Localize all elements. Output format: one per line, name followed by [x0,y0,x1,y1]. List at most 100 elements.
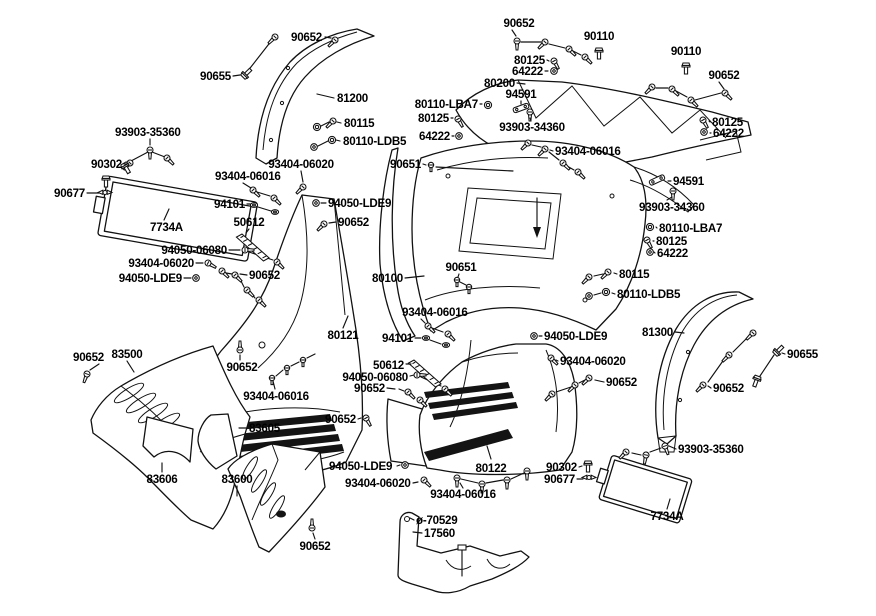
leader-line [707,385,712,389]
part-label-90652: 90652 [504,17,535,30]
part-label-80110-LDB5: 80110-LDB5 [343,135,407,148]
part-label-80110-LBA7: 80110-LBA7 [659,222,722,235]
screw-icon [642,82,657,97]
part-label-94050-06080: 94050-06080 [342,371,408,384]
leader-line [272,380,276,390]
part-label-64222: 64222 [512,65,543,78]
nutdark-icon [312,199,320,207]
part-label-64222: 64222 [657,247,688,260]
leader-line [239,273,248,276]
fastener-link-line [317,140,329,147]
leader-line [316,93,335,99]
part-label-90652: 90652 [709,69,740,82]
leader-line [242,182,252,189]
part-label-90652: 90652 [325,413,356,426]
leader-line [300,170,304,183]
part-label-80125: 80125 [418,112,450,125]
part-label-90652: 90652 [338,216,369,229]
part-label-90302: 90302 [546,461,577,474]
fastener-link-line [431,327,444,333]
part-label-93404-06020: 93404-06020 [128,257,194,270]
screw-icon [535,37,550,52]
screw-icon [361,413,374,428]
part-7734A-footboard-left [92,175,258,262]
screw-icon [230,270,245,285]
part-label-50612: 50612 [234,216,265,229]
screw-icon [640,450,651,465]
part-7734A-footboard-right [595,455,693,524]
part-label-93404-06016: 93404-06016 [555,145,621,158]
leader-line [653,251,656,254]
fastener-link-line [256,191,271,197]
part-label-93903-35360: 93903-35360 [115,126,181,139]
leader-line [549,149,554,152]
part-label-90655: 90655 [787,348,819,361]
part-label-93404-06020: 93404-06020 [560,355,626,368]
part-label-83500: 83500 [112,348,143,361]
fastener-link-line [306,353,316,359]
part-label-93404-06020: 93404-06020 [268,158,334,171]
screw-icon [265,32,280,47]
leader-line [409,517,415,521]
leader-line [457,273,460,278]
wing-icon [581,474,597,481]
nut-icon [601,287,611,297]
washer-icon [270,209,280,215]
part-label-81200: 81200 [337,92,368,105]
fastener-link-line [460,478,479,484]
fastener-link-line [593,292,602,296]
leader-line [89,363,100,371]
part-label-ø-70529: ø-70529 [416,514,458,527]
nut-icon [312,122,322,132]
part-label-90110: 90110 [584,30,614,43]
part-label-80122: 80122 [476,462,507,475]
fastener-link-line [531,144,542,148]
screw-icon [162,153,177,168]
part-label-93404-06020: 93404-06020 [345,477,411,490]
leader-line [546,59,550,62]
screw-icon [419,475,434,490]
part-label-90677: 90677 [544,473,575,486]
leader-line [666,196,673,201]
washer-icon [421,335,431,341]
leader-line [516,82,526,85]
fastener-link-line [578,379,586,384]
leader-line [336,121,342,124]
part-label-80110-LBA7: 80110-LBA7 [415,98,478,111]
nutdark-icon [585,292,593,300]
fastener-link-line [290,361,300,367]
part-label-93404-06016: 93404-06016 [215,170,281,183]
part-label-80200: 80200 [484,77,515,90]
part-label-90651: 90651 [390,158,422,171]
leader-line [386,387,396,390]
part-label-80125: 80125 [514,54,546,67]
assembly-direction-arrow [533,197,541,238]
fastener-link-line [694,92,722,101]
part-label-93903-34360: 93903-34360 [639,201,705,214]
leader-line [668,445,677,450]
leader-line [412,481,419,484]
screw-icon [660,441,672,457]
screw-icon [453,474,461,488]
nutdark-icon [192,274,200,282]
leader-line [674,331,685,334]
washer-icon [249,202,259,208]
nutdark-icon [310,143,318,151]
part-label-80110-LDB5: 80110-LDB5 [617,288,681,301]
nutdark-icon [401,461,409,469]
leader-line [412,531,423,534]
fastener-link-line [510,472,525,480]
part-label-94050-LDE9: 94050-LDE9 [329,460,393,473]
nutdark-icon [550,67,558,75]
part-83605-pad [197,413,238,470]
screw-icon [564,44,579,59]
leader-line [396,464,401,467]
screw-icon [403,387,418,402]
part-label-90652: 90652 [227,361,258,374]
fastener-link-line [555,386,572,393]
part-label-90652: 90652 [354,382,385,395]
part-label-93404-06016: 93404-06016 [243,390,309,403]
fastener-link-line [225,272,233,275]
leader-line [232,74,241,77]
part-label-90655: 90655 [200,70,232,83]
